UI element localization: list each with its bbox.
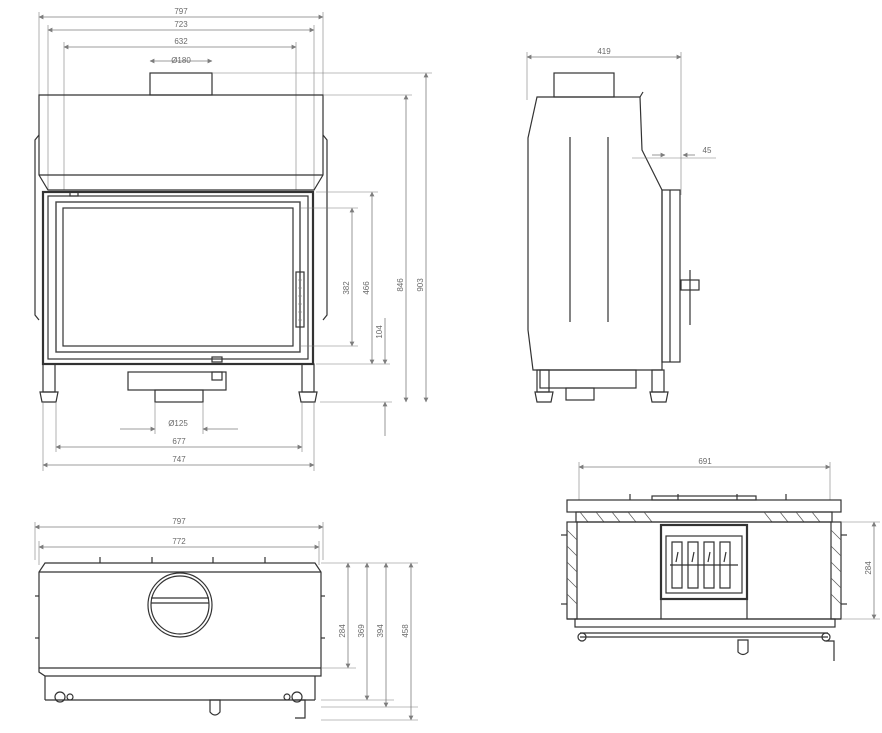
front-height-382-label: 382 [342,281,351,295]
top-depth-284-label: 284 [338,624,347,638]
front-width-677-label: 677 [172,437,186,446]
top-body-outline [38,562,322,677]
flue-collar [149,72,213,96]
front-width-632-label: 632 [174,37,188,46]
front-bottom-dimensions: Ø125 677 747 [42,402,315,471]
side-body-outline [527,96,663,371]
side-view: 419 45 [526,47,716,403]
front-base [39,363,318,403]
front-top-dimensions: 797 723 632 Ø180 [38,7,324,190]
section-grate-frame [659,523,749,601]
front-height-846-label: 846 [396,278,405,292]
front-door [41,190,315,366]
front-height-466-label: 466 [362,281,371,295]
front-width-723-label: 723 [174,20,188,29]
front-height-903-label: 903 [416,278,425,292]
top-view: 797 772 284 369 [34,517,418,721]
section-width-691-label: 691 [698,457,712,466]
top-flue-circle [147,572,213,638]
top-width-772-label: 772 [172,537,186,546]
section-grate-bars [670,541,738,589]
front-height-104-label: 104 [375,325,384,339]
top-depth-458-label: 458 [401,624,410,638]
side-flue [553,72,615,98]
front-view: 797 723 632 Ø180 [34,7,432,471]
top-width-797-label: 797 [172,517,186,526]
top-knob-left [54,691,66,703]
front-width-747-label: 747 [172,455,186,464]
front-width-797-label: 797 [174,7,188,16]
side-depth-419-label: 419 [597,47,611,56]
front-air-diameter-label: Ø125 [168,419,188,428]
door-handle [295,271,305,328]
front-flue-diameter-label: Ø180 [171,56,191,65]
section-view: 691 284 [561,457,880,661]
top-depth-394-label: 394 [376,624,385,638]
section-height-284-label: 284 [864,561,873,575]
side-offset-45-label: 45 [703,146,712,155]
top-depth-369-label: 369 [357,624,366,638]
top-knob-right [291,691,303,703]
front-vertical-dimensions: 382 466 104 846 903 [212,72,432,436]
door-glass [55,201,301,353]
